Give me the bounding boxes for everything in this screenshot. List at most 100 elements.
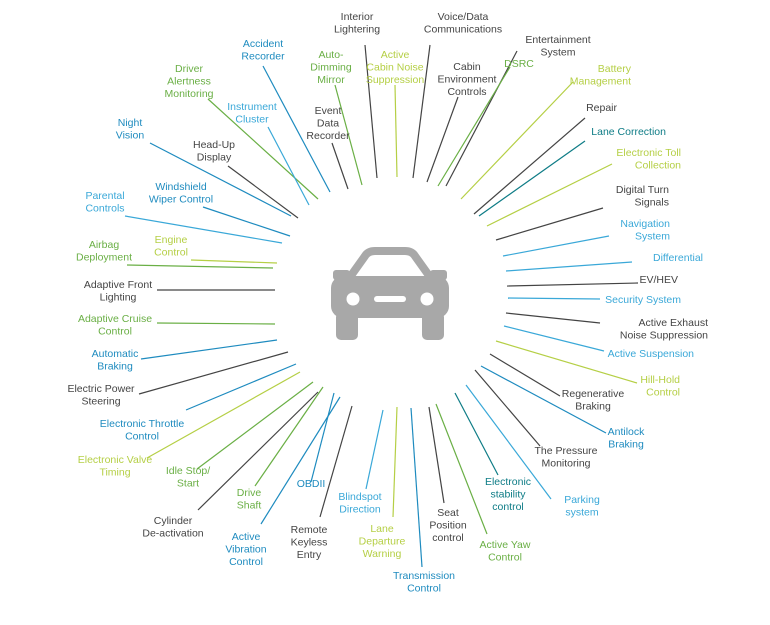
label-line: Braking	[575, 401, 611, 413]
label-line: Control	[154, 247, 188, 259]
label-line: Control	[407, 583, 441, 595]
label-line: Monitoring	[541, 458, 590, 470]
label-line: DSRC	[504, 58, 534, 70]
connector-line-cylinder-de-activation	[197, 391, 319, 511]
connector-line-voice-data-communications	[412, 44, 431, 179]
connector-line-the-pressure-monitoring	[474, 369, 541, 447]
label-line: control	[492, 501, 524, 513]
label-line: Dimming	[310, 62, 352, 74]
connector-line-cabin-environment-controls	[426, 96, 459, 183]
label-line: Navigation	[620, 218, 670, 230]
label-line: system	[565, 507, 599, 519]
label-line: Braking	[97, 361, 133, 373]
label-line: Deployment	[76, 252, 132, 264]
label-security-system: Security System	[605, 294, 681, 306]
label-line: Hill-Hold	[640, 374, 680, 386]
label-line: Parental	[85, 190, 124, 202]
label-line: Electric Power	[67, 383, 135, 395]
label-line: Suppression	[366, 74, 425, 86]
label-obdii: OBDII	[297, 478, 326, 490]
label-line: Monitoring	[164, 88, 213, 100]
label-line: Differential	[653, 252, 703, 264]
connector-line-night-vision	[149, 142, 292, 217]
label-line: Instrument	[227, 101, 277, 113]
label-ev-hev: EV/HEV	[639, 274, 678, 286]
car-icon	[331, 247, 449, 340]
connector-line-automatic-braking	[140, 339, 278, 360]
car-grille-icon-part	[374, 296, 406, 302]
label-line: Idle Stop/	[166, 465, 210, 477]
label-line: Timing	[99, 467, 130, 479]
label-line: Noise Suppression	[620, 330, 708, 342]
label-line: stability	[490, 489, 526, 501]
connector-line-adaptive-cruise-control	[156, 322, 276, 325]
label-line: Keyless	[291, 537, 328, 549]
label-line: Digital Turn	[616, 184, 669, 196]
connector-line-auto-dimming-mirror	[334, 84, 363, 186]
connector-lines	[124, 44, 639, 568]
label-line: Start	[177, 478, 199, 490]
label-line: Regenerative	[562, 388, 625, 400]
connector-line-active-yaw-control	[435, 403, 488, 535]
label-line: Alertness	[167, 76, 211, 88]
connector-line-antilock-braking	[480, 365, 607, 434]
car-right-wheel-icon-part	[422, 312, 444, 340]
connector-line-electric-power-steering	[138, 351, 289, 395]
connector-line-hill-hold-control	[495, 340, 638, 384]
label-line: Seat	[437, 507, 459, 519]
connector-line-ev-hev	[506, 282, 639, 287]
label-line: Auto-	[318, 49, 344, 61]
label-line: Lane	[370, 523, 394, 535]
label-active-suspension: Active Suspension	[608, 348, 695, 360]
label-line: Adaptive Front	[84, 279, 152, 291]
label-line: Recorder	[241, 51, 285, 63]
label-line: Position	[429, 520, 467, 532]
connector-line-active-vibration-control	[260, 396, 341, 525]
connector-line-engine-control	[190, 259, 278, 264]
connector-line-dsrc	[437, 66, 511, 187]
label-line: Electronic Throttle	[100, 418, 185, 430]
label-line: Vision	[116, 130, 145, 142]
label-line: Controls	[447, 86, 486, 98]
label-line: Electronic Toll	[616, 147, 681, 159]
label-line: Warning	[363, 548, 402, 560]
label-repair: Repair	[586, 102, 617, 114]
label-line: Signals	[635, 197, 669, 209]
label-line: Airbag	[89, 239, 120, 251]
label-line: Wiper Control	[149, 194, 213, 206]
connector-line-windshield-wiper-control	[202, 206, 291, 237]
connector-line-head-up-display	[227, 165, 299, 219]
label-line: Accident	[243, 38, 283, 50]
label-line: Engine	[155, 234, 188, 246]
connector-line-lane-correction	[478, 140, 586, 217]
connector-line-active-cabin-noise-suppression	[394, 84, 398, 178]
label-line: Entry	[297, 549, 322, 561]
label-line: Blindspot	[338, 491, 381, 503]
connector-line-obdii	[310, 392, 335, 483]
label-differential: Differential	[653, 252, 703, 264]
